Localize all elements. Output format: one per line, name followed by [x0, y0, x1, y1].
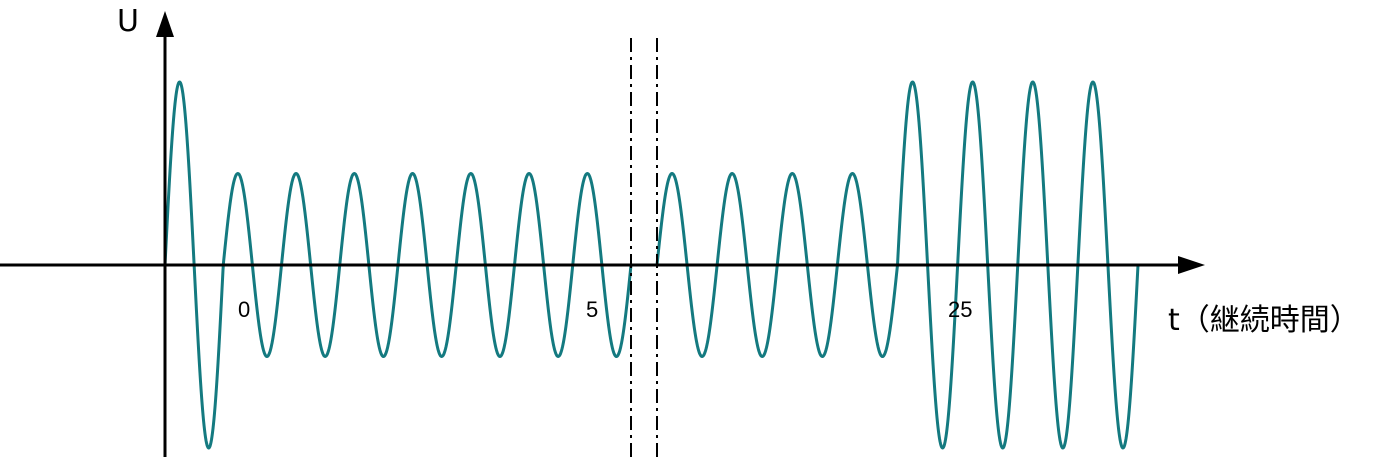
tick-label-5: 5	[586, 297, 598, 322]
tick-label-0: 0	[238, 297, 250, 322]
x-axis-label: t（継続時間）	[1168, 303, 1360, 338]
x-axis-arrow	[1178, 256, 1205, 274]
tick-label-25: 25	[948, 297, 972, 322]
y-axis-arrow	[156, 11, 174, 37]
y-axis-label: U	[117, 4, 139, 39]
